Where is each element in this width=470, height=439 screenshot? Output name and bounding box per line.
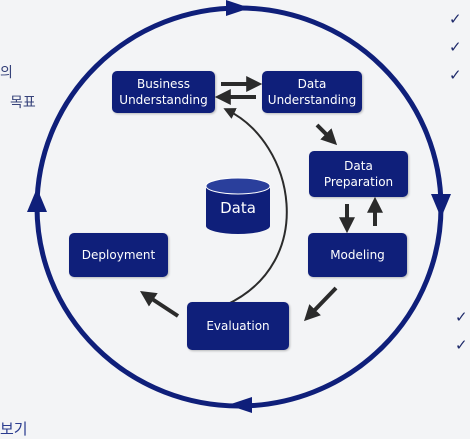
data-label: Data (220, 199, 256, 217)
check-icon: ✓ (449, 38, 462, 56)
ring-arrowhead-bottom (228, 397, 252, 413)
modeling-box[interactable]: Modeling (308, 233, 407, 277)
ring-arrowhead-top (226, 0, 250, 16)
arrow-du-to-dp (315, 123, 338, 146)
data-preparation-box[interactable]: Data Preparation (309, 151, 408, 197)
data-understanding-box[interactable]: Data Understanding (262, 71, 362, 113)
left-text-fragment-1: 의 (0, 65, 13, 81)
deployment-box[interactable]: Deployment (69, 233, 168, 277)
check-icon: ✓ (449, 10, 462, 28)
check-icon: ✓ (449, 66, 462, 84)
check-icon: ✓ (455, 336, 468, 354)
feedback-arc (223, 108, 288, 306)
left-text-fragment-2: 목표 (10, 95, 36, 111)
evaluation-box[interactable]: Evaluation (187, 302, 289, 350)
data-cylinder-icon (205, 177, 271, 234)
business-understanding-box[interactable]: Business Understanding (112, 71, 215, 113)
arrow-modeling-to-evaluation (304, 286, 338, 322)
arrow-evaluation-to-deployment (139, 291, 180, 318)
ring-arrowhead-right (431, 194, 451, 218)
ring-arrowhead-left (27, 188, 47, 212)
check-icon: ✓ (455, 308, 468, 326)
